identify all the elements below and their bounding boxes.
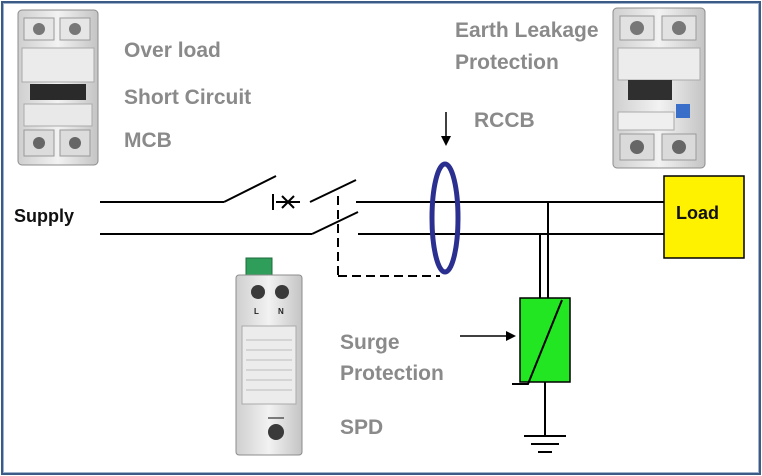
spd-terminal-l: L: [254, 307, 259, 316]
surge-protection-label: Protection: [340, 362, 444, 385]
rccb-device-image: [612, 7, 706, 169]
circuit-wiring: [100, 175, 664, 453]
rccb-label: RCCB: [474, 109, 535, 132]
mcb-label: MCB: [124, 129, 172, 152]
load-label: Load: [676, 203, 719, 223]
surge-varistor: [512, 297, 571, 385]
spd-device-image: L N: [235, 257, 303, 456]
earth-leakage-label: Earth Leakage: [455, 19, 599, 42]
mcb-device-image: [17, 9, 99, 166]
supply-label: Supply: [14, 206, 75, 226]
spd-terminal-n: N: [278, 307, 284, 316]
spd-label: SPD: [340, 416, 384, 439]
rccb-arrow-head: [441, 136, 451, 146]
short-circuit-label: Short Circuit: [124, 86, 252, 109]
surge-label: Surge: [340, 331, 400, 354]
earth-leakage-protection-label: Protection: [455, 51, 559, 74]
rccb-trip-link: [337, 196, 440, 277]
overload-label: Over load: [124, 39, 221, 62]
rccb-toroid-ring: [429, 161, 461, 275]
load-box: [663, 175, 745, 259]
surge-arrow-head: [506, 331, 516, 341]
